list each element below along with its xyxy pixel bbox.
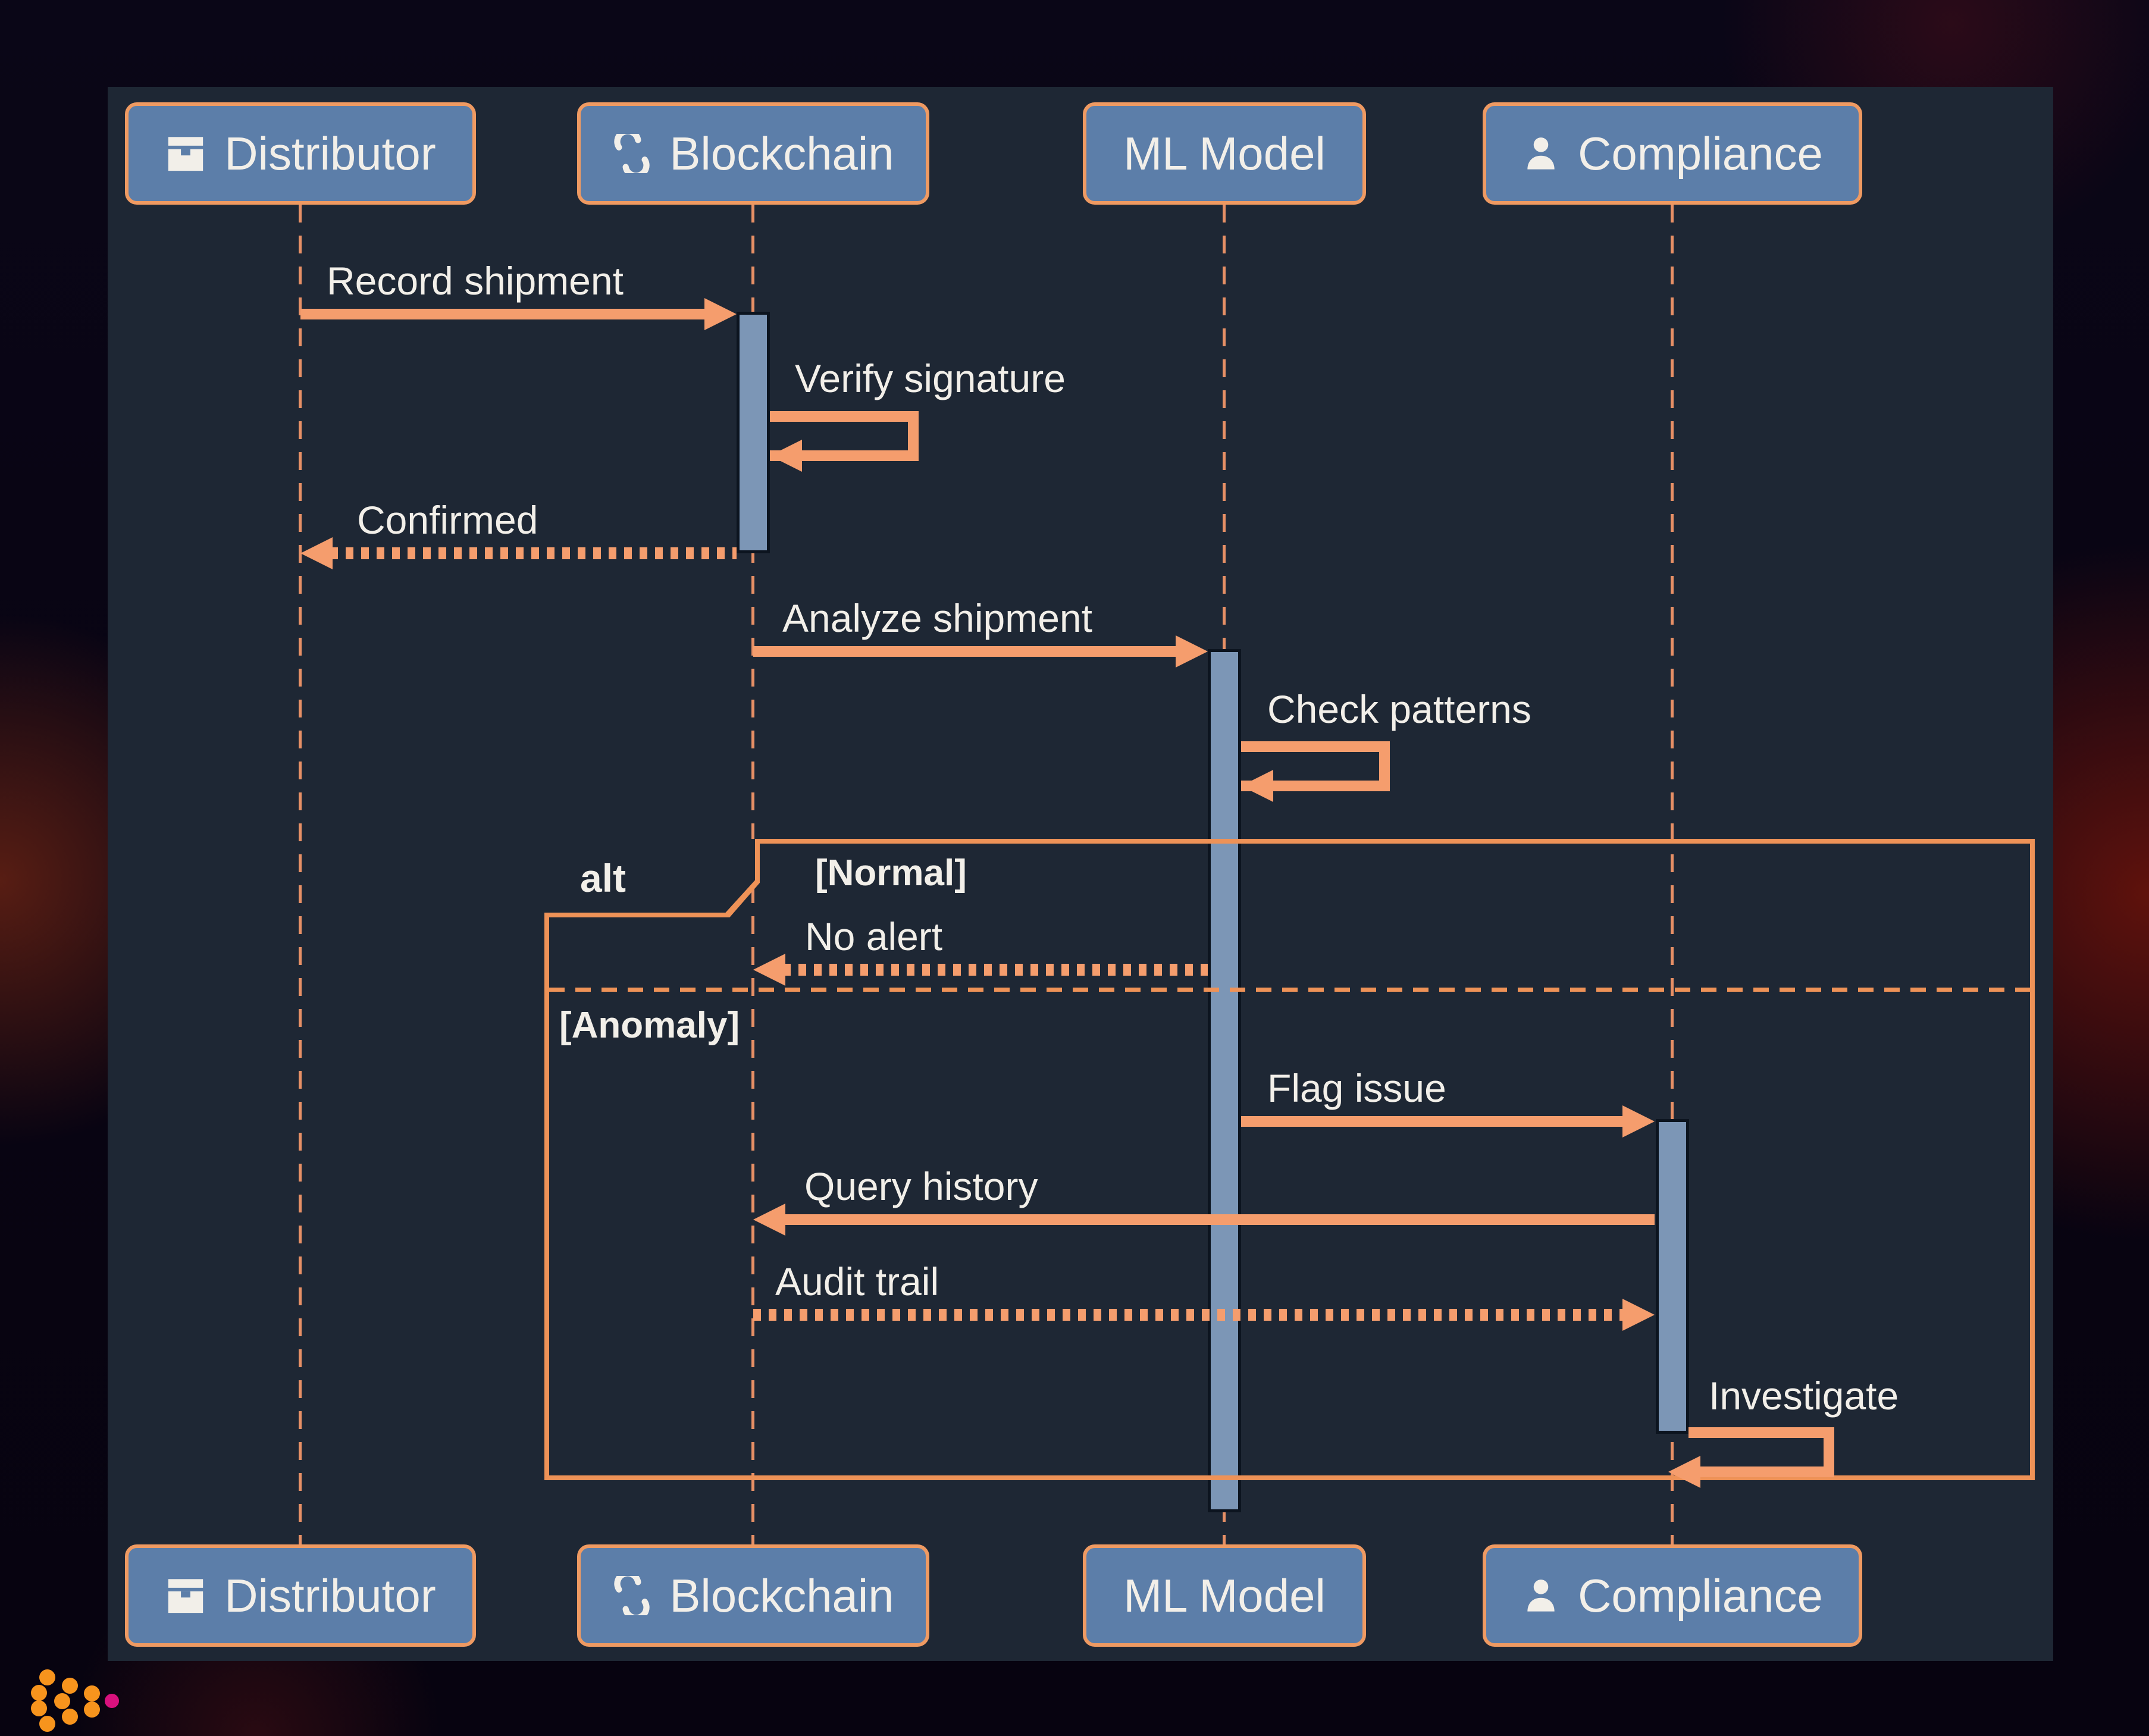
actor-distributor-top: Distributor: [125, 102, 476, 205]
actor-distributor-bottom: Distributor: [125, 1544, 476, 1647]
activation-bar-blockchain: [737, 312, 770, 553]
actor-label: Blockchain: [669, 1569, 894, 1622]
arrowhead-left-icon: [753, 954, 785, 986]
logo-dot: [84, 1685, 100, 1701]
arrowhead-left-icon: [753, 1204, 785, 1236]
logo-dot: [31, 1700, 47, 1716]
actor-blockchain-bottom: Blockchain: [577, 1544, 929, 1647]
message-label-query-history: Query history: [804, 1164, 1038, 1208]
actor-label: ML Model: [1123, 1569, 1326, 1622]
message-label-audit-trail: Audit trail: [775, 1259, 939, 1303]
message-label-verify-signature: Verify signature: [795, 356, 1066, 400]
person-icon: [1522, 1577, 1560, 1615]
message-label-check-patterns: Check patterns: [1267, 687, 1531, 731]
message-label-analyze-shipment: Analyze shipment: [782, 596, 1092, 640]
logo-dot: [54, 1693, 70, 1709]
logo-dot: [39, 1669, 55, 1685]
arrowhead-left-icon: [1241, 770, 1273, 802]
actor-blockchain-top: Blockchain: [577, 102, 929, 205]
message-label-no-alert: No alert: [805, 914, 943, 958]
lifeline-compliance: [1671, 205, 1674, 1544]
arrow-line: [1241, 1116, 1625, 1127]
arrow-line: [783, 964, 1208, 976]
actor-label: Distributor: [224, 127, 436, 180]
arrowhead-left-icon: [1668, 1456, 1700, 1488]
person-icon: [1522, 134, 1560, 173]
actor-compliance-top: Compliance: [1483, 102, 1862, 205]
arrowhead-right-icon: [1622, 1105, 1655, 1138]
box-icon: [165, 1575, 206, 1616]
logo-dot: [62, 1678, 78, 1694]
alt-frame-label-tab-fill: [544, 839, 755, 913]
message-label-investigate: Investigate: [1709, 1374, 1899, 1418]
logo-dot: [31, 1685, 47, 1701]
alt-frame-label-tab: [544, 839, 760, 917]
link-icon: [612, 1576, 651, 1615]
activation-bar-compliance: [1656, 1119, 1689, 1434]
actor-label: Distributor: [224, 1569, 436, 1622]
actor-label: Blockchain: [669, 127, 894, 180]
arrow-line: [753, 1309, 1625, 1321]
actor-ml-model-bottom: ML Model: [1083, 1544, 1366, 1647]
arrow-line: [753, 646, 1178, 657]
actor-label: Compliance: [1578, 1569, 1823, 1622]
alt-condition-normal: [Normal]: [815, 853, 967, 894]
message-label-record-shipment: Record shipment: [327, 259, 624, 303]
arrow-line: [783, 1214, 1655, 1225]
actor-label: Compliance: [1578, 127, 1823, 180]
actor-compliance-bottom: Compliance: [1483, 1544, 1862, 1647]
arrow-line: [300, 309, 707, 319]
self-loop-verify-signature: [770, 411, 919, 461]
arrowhead-right-icon: [1176, 635, 1208, 668]
link-icon: [612, 134, 651, 173]
logo-dot: [39, 1716, 55, 1732]
alt-condition-anomaly: [Anomaly]: [559, 1005, 740, 1046]
arrowhead-right-icon: [704, 298, 737, 330]
lifeline-distributor: [299, 205, 302, 1544]
logo-dot: [62, 1709, 78, 1725]
alt-operator-label: alt: [580, 856, 626, 900]
arrowhead-left-icon: [770, 440, 802, 472]
arrow-line: [330, 547, 737, 559]
actor-ml-model-top: ML Model: [1083, 102, 1366, 205]
arrowhead-left-icon: [300, 537, 333, 569]
message-label-confirmed: Confirmed: [357, 498, 538, 542]
activation-bar-ml-model: [1208, 649, 1241, 1512]
box-icon: [165, 133, 206, 174]
logo-dot-pink: [105, 1694, 119, 1708]
self-loop-check-patterns: [1241, 741, 1390, 791]
logo-dot: [84, 1701, 100, 1718]
actor-label: ML Model: [1123, 127, 1326, 180]
self-loop-investigate: [1688, 1427, 1834, 1477]
alt-frame-divider: [549, 988, 2030, 992]
arrowhead-right-icon: [1622, 1299, 1655, 1331]
diagram-panel: [108, 87, 2053, 1661]
alt-frame: [544, 839, 2035, 1480]
message-label-flag-issue: Flag issue: [1267, 1066, 1446, 1110]
